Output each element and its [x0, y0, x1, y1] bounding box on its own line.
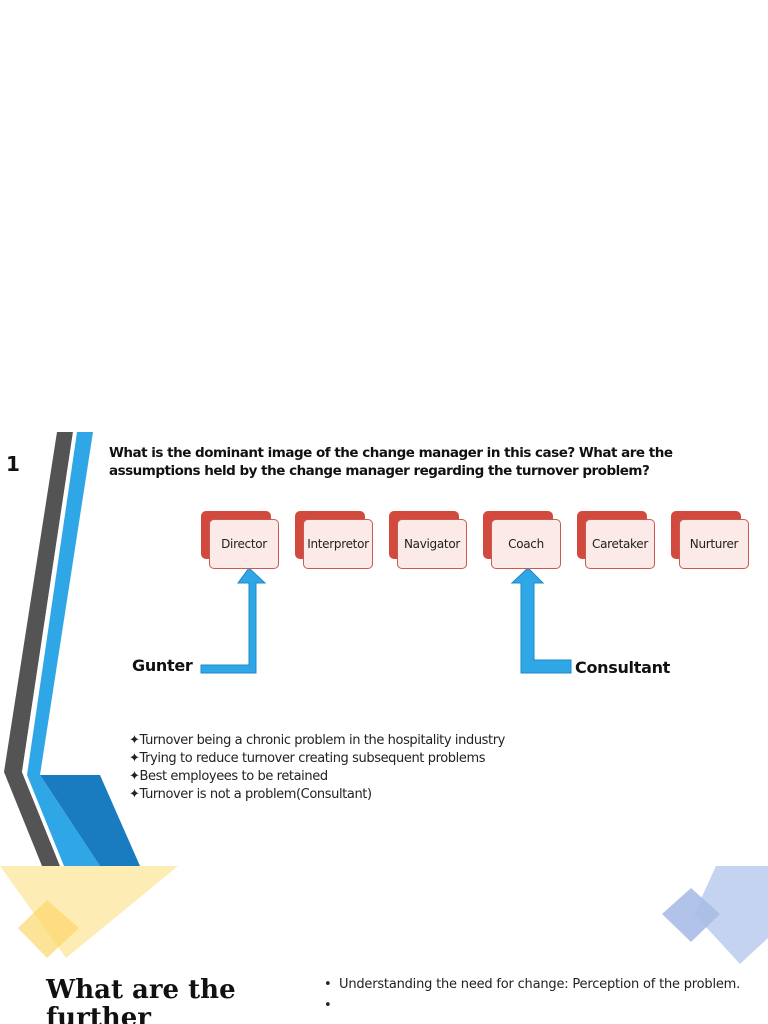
dark-blue-corner: [40, 775, 140, 866]
consultant-arrow: [510, 567, 572, 674]
star-bullet-icon: ✦: [129, 769, 140, 784]
role-label: Nurturer: [679, 519, 749, 569]
assumption-item: ✦Trying to reduce turnover creating subs…: [129, 751, 486, 766]
role-label: Navigator: [397, 519, 467, 569]
dark-stripe: [4, 432, 73, 866]
star-bullet-icon: ✦: [129, 751, 140, 766]
yellow-triangle: [0, 866, 178, 958]
role-box-coach: Coach: [483, 511, 561, 569]
role-box-navigator: Navigator: [389, 511, 467, 569]
actor-gunter: Gunter: [132, 656, 193, 675]
role-label: Director: [209, 519, 279, 569]
blue-triangle: [694, 866, 768, 964]
assumption-item: ✦Turnover is not a problem(Consultant): [129, 787, 372, 802]
slide-2-title: What are the further: [46, 975, 236, 1024]
question-text: What is the dominant image of the change…: [109, 445, 673, 479]
slide-decoration: [4, 432, 572, 866]
blue-diamond: [662, 888, 720, 942]
slide-2-decoration: [0, 866, 768, 964]
actor-consultant: Consultant: [575, 658, 671, 677]
role-box-caretaker: Caretaker: [577, 511, 655, 569]
slide-1: 1 What is the dominant image of the chan…: [0, 432, 768, 866]
assumption-item: ✦Turnover being a chronic problem in the…: [129, 733, 505, 748]
yellow-diamond: [18, 900, 79, 958]
assumption-item: ✦Best employees to be retained: [129, 769, 328, 784]
role-box-director: Director: [201, 511, 279, 569]
assumption-list: ✦Turnover being a chronic problem in the…: [129, 732, 505, 804]
gunter-arrow: [200, 567, 267, 674]
role-box-interpretor: Interpretor: [295, 511, 373, 569]
role-label: Coach: [491, 519, 561, 569]
slide-2: What are the further Understanding the n…: [0, 866, 768, 1024]
star-bullet-icon: ✦: [129, 787, 140, 802]
slide-number: 1: [6, 452, 20, 476]
role-box-nurturer: Nurturer: [671, 511, 749, 569]
slide-2-list: Understanding the need for change: Perce…: [324, 976, 744, 1014]
star-bullet-icon: ✦: [129, 733, 140, 748]
role-label: Interpretor: [303, 519, 373, 569]
role-label: Caretaker: [585, 519, 655, 569]
list-item: Understanding the need for change: Perce…: [324, 976, 744, 993]
